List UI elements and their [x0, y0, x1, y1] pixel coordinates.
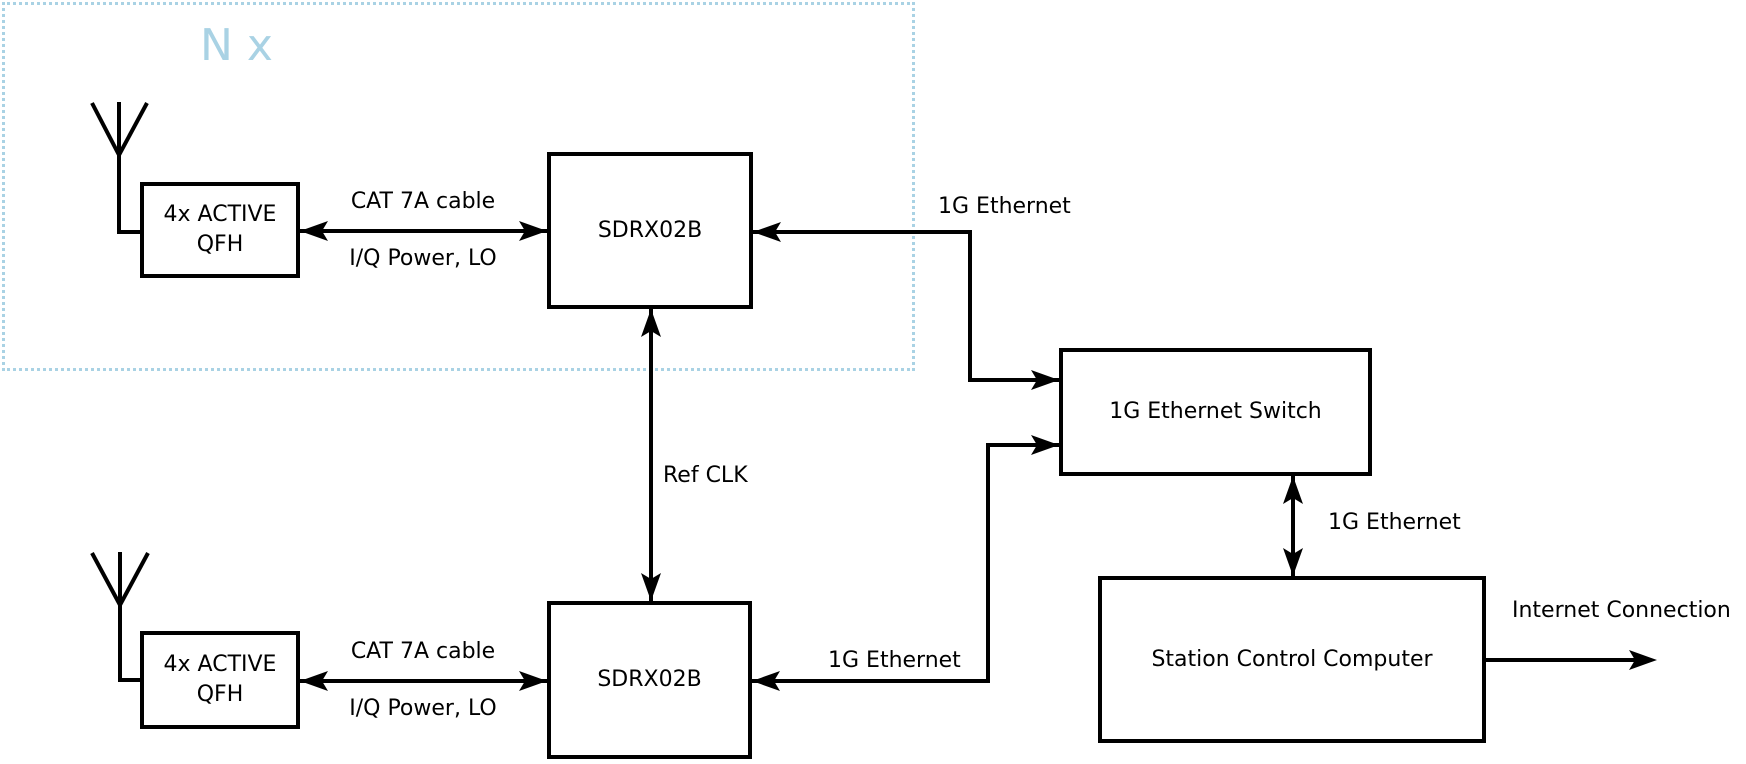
edge-eth-top: [753, 230, 1059, 382]
antenna-icon: [90, 552, 150, 682]
node-qfh-bottom-label: 4x ACTIVE QFH: [163, 652, 277, 707]
node-qfh-bottom: 4x ACTIVE QFH: [140, 631, 300, 729]
edge-label-eth-top: 1G Ethernet: [938, 194, 1071, 219]
edge-label-refclk: Ref CLK: [663, 463, 748, 488]
edge-eth-bottom: [752, 443, 1059, 683]
node-station-control-computer-label: Station Control Computer: [1151, 646, 1433, 672]
replication-group-box: [2, 2, 915, 371]
edge-label-internet-connection: Internet Connection: [1512, 598, 1731, 623]
node-qfh-top: 4x ACTIVE QFH: [140, 182, 300, 278]
node-sdrx-bottom: SDRX02B: [547, 601, 752, 759]
replication-count-label: N x: [200, 20, 273, 71]
node-ethernet-switch-label: 1G Ethernet Switch: [1109, 399, 1322, 425]
node-sdrx-top: SDRX02B: [547, 152, 753, 309]
node-sdrx-top-label: SDRX02B: [597, 217, 703, 243]
arrowheads: [300, 221, 1657, 691]
edge-label-iq-power-top: I/Q Power, LO: [349, 246, 497, 271]
node-qfh-top-label: 4x ACTIVE QFH: [163, 202, 277, 257]
node-sdrx-bottom-label: SDRX02B: [597, 667, 702, 693]
edge-label-iq-power-bottom: I/Q Power, LO: [349, 696, 497, 721]
edge-label-eth-switch-computer: 1G Ethernet: [1328, 510, 1461, 535]
antenna-icon: [90, 102, 149, 234]
edge-label-eth-bottom: 1G Ethernet: [828, 648, 961, 673]
node-ethernet-switch: 1G Ethernet Switch: [1059, 348, 1372, 476]
edge-label-cat7a-bottom: CAT 7A cable: [350, 639, 496, 664]
node-station-control-computer: Station Control Computer: [1098, 576, 1486, 743]
edge-label-cat7a-top: CAT 7A cable: [350, 189, 496, 214]
